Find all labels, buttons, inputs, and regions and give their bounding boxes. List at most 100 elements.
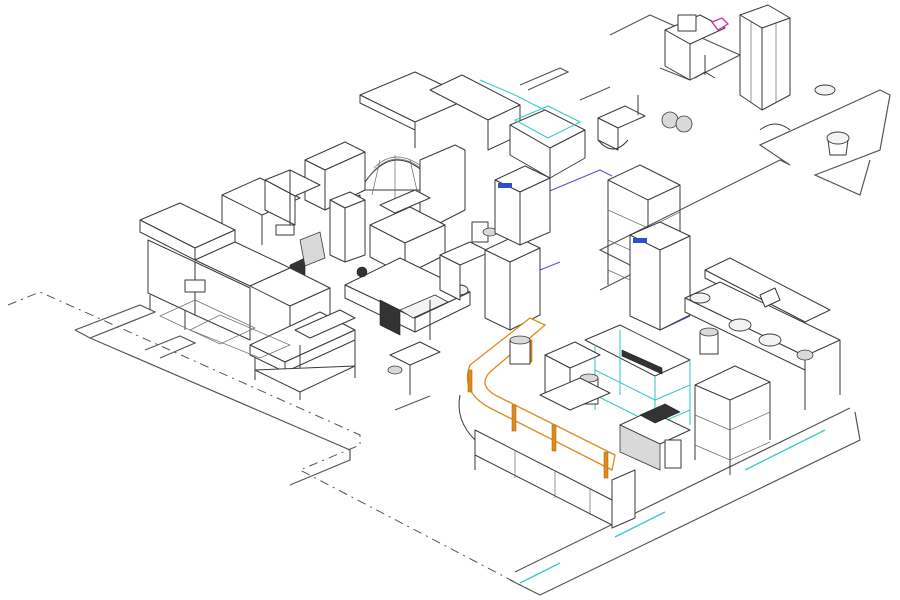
bar-post-4	[603, 451, 609, 479]
center-worktable	[344, 257, 471, 340]
salamander-shelf	[369, 189, 446, 276]
dish-sink-3	[689, 292, 711, 304]
dome-line-5	[409, 159, 419, 196]
fridge-b-side	[519, 177, 551, 246]
fridge-top-right	[494, 165, 551, 246]
chair-base	[694, 71, 716, 79]
grid-cell-2	[189, 314, 291, 359]
wall-seg-b	[144, 335, 197, 359]
wall-seg-a	[74, 304, 157, 339]
coffee-machine-bar	[619, 403, 691, 471]
bar-inner-counter	[539, 377, 611, 411]
tall-fridge-front	[484, 249, 511, 331]
low-stand-top	[389, 341, 441, 366]
window-line-1	[519, 562, 561, 584]
tall-fridge-center	[484, 235, 541, 331]
shelf-unit-side	[324, 151, 366, 211]
glass-display-case	[509, 105, 586, 179]
salamander-cap	[379, 189, 431, 214]
bar-post-1	[467, 369, 473, 393]
fridge-c-side	[659, 235, 691, 331]
dish-shelving	[694, 365, 771, 475]
tall-fridge-right	[629, 221, 691, 331]
low-stand	[387, 341, 441, 395]
bar-counter	[458, 317, 636, 529]
pass-through-window	[419, 144, 466, 229]
dish-sink-1	[728, 318, 752, 332]
mixer-icon	[299, 231, 326, 267]
sink-front-a	[439, 254, 461, 301]
floor-outline	[7, 14, 891, 596]
bar-post-3	[551, 424, 557, 452]
dish-funnel	[759, 287, 781, 308]
fridge-label-strip	[498, 183, 512, 188]
blue-floor-edge-1	[539, 169, 613, 196]
backbar-shelf-1	[594, 369, 691, 401]
dome-line-4	[371, 159, 381, 196]
storage-lockers	[739, 4, 791, 111]
stacked-bin-icon	[661, 111, 679, 129]
office-desk	[664, 14, 730, 81]
sink-basin	[399, 294, 450, 319]
worktable-side	[414, 291, 471, 333]
scale-icon	[275, 224, 295, 236]
mixer-bowl-icon	[387, 365, 403, 375]
toilet-base	[827, 139, 849, 156]
rack-shelf-1	[607, 209, 681, 229]
grinder-icon	[664, 439, 682, 469]
grid-cell	[159, 299, 256, 345]
coffee-station	[597, 95, 693, 151]
wall-seg-c	[89, 337, 351, 486]
bar-inner-equipment	[509, 335, 611, 411]
espresso-front	[619, 424, 661, 471]
dish-shelf-top	[694, 365, 771, 401]
bar-end-cap	[611, 469, 636, 529]
dish-shelf-2	[694, 441, 771, 461]
cookline-shelving	[264, 169, 326, 267]
fridge-b-front	[494, 179, 521, 246]
dish-shelf-1	[694, 411, 771, 431]
backbar-top	[584, 324, 691, 377]
fridge-c-front	[629, 234, 661, 331]
window-line-2	[614, 511, 666, 538]
fridge-col-front	[329, 199, 346, 263]
wall-seg-d	[394, 395, 431, 411]
washroom-fixtures	[759, 84, 850, 156]
upper-shelf-unit	[304, 141, 366, 211]
prep-lower-shelf	[254, 365, 356, 393]
prep-sinks	[439, 221, 498, 301]
prep-table-left	[249, 309, 356, 400]
dishwash-counter	[684, 257, 841, 410]
undercounter-fridge	[379, 299, 401, 336]
bar-post-2	[511, 404, 517, 432]
bin-c-lid	[699, 327, 719, 337]
shelf-front-a	[264, 179, 296, 226]
monitor-icon	[677, 14, 697, 32]
case-side	[549, 129, 586, 179]
blue-floor-edge-2	[539, 261, 561, 271]
fridge-c-label	[633, 238, 647, 243]
pot-icon	[796, 349, 814, 361]
coffee-bowl	[597, 139, 629, 150]
blender-icon	[356, 266, 368, 278]
door-swing	[759, 123, 791, 131]
stacked-bin-icon-2	[675, 115, 693, 133]
bottle-rack-icon	[621, 349, 663, 375]
wall-seg-h	[519, 67, 570, 91]
wall-seg-e	[509, 411, 861, 596]
coffee-front	[597, 117, 619, 151]
toilet-icon	[826, 131, 850, 145]
fridge-col-side	[344, 199, 366, 263]
office-chair-icon	[710, 17, 730, 31]
bin-right	[699, 327, 719, 355]
wall-seg-i	[579, 86, 611, 101]
open-floor-grid	[159, 299, 291, 359]
desk-side	[664, 29, 691, 81]
rack-top	[607, 164, 681, 201]
bar-front-curve	[458, 394, 476, 470]
dash-boundary	[7, 291, 531, 591]
case-glass	[513, 105, 582, 139]
fryer-basket-icon	[184, 279, 206, 293]
